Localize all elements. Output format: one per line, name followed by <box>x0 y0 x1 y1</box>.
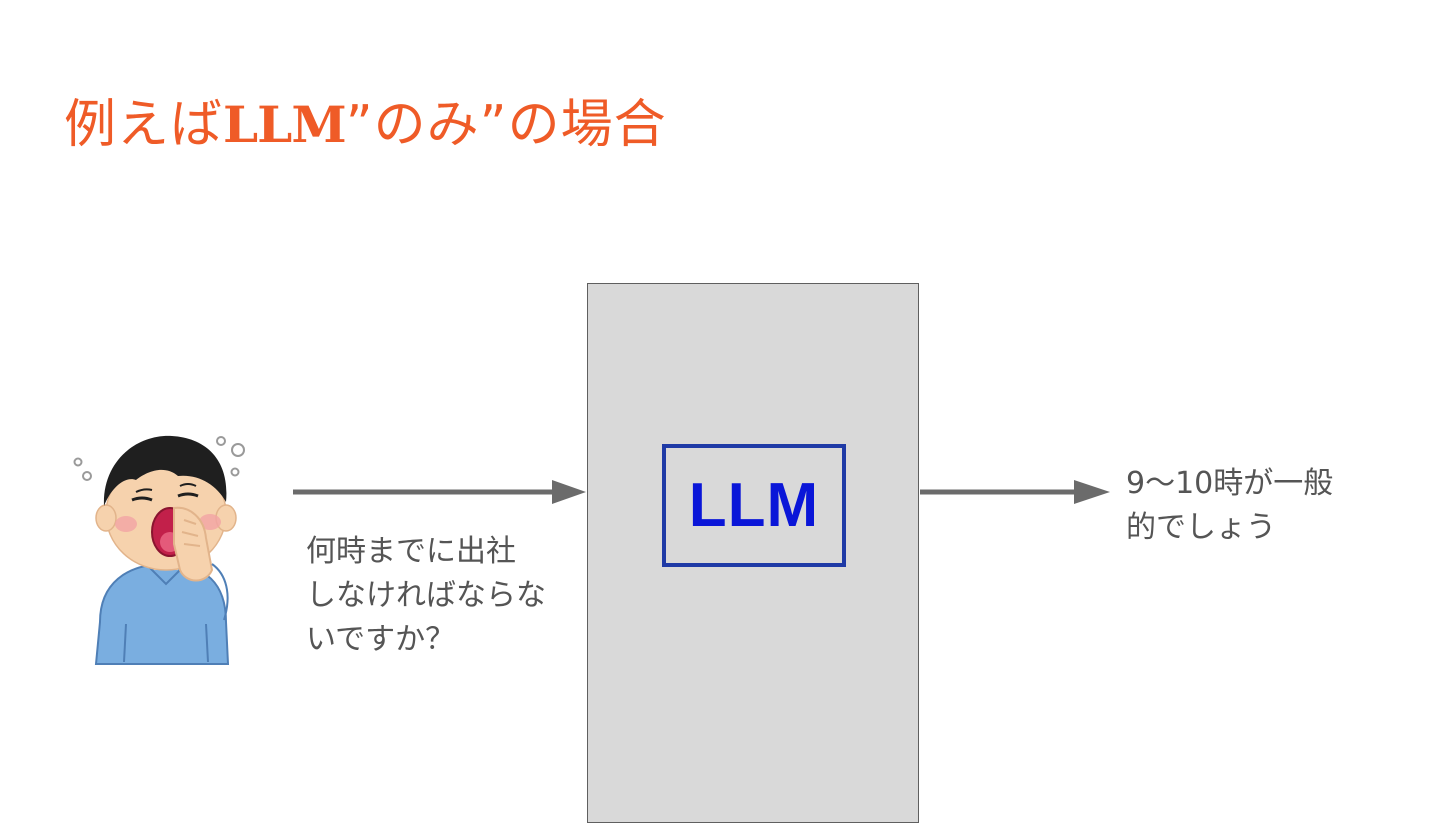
answer-line: 的でしょう <box>1126 506 1426 550</box>
output-arrow-icon <box>920 476 1120 508</box>
title-suffix: ”のみ”の場合 <box>346 95 667 155</box>
input-arrow-icon <box>290 476 590 508</box>
sleepy-yawning-man-icon <box>66 424 266 674</box>
question-line: しなければならな <box>306 574 586 618</box>
answer-text: 9〜10時が一般 的でしょう <box>1126 462 1426 550</box>
question-text: 何時までに出社 しなければならな いですか？ <box>306 530 586 662</box>
answer-line: 9〜10時が一般 <box>1126 462 1426 506</box>
question-line: 何時までに出社 <box>306 530 586 574</box>
llm-label-box: LLM <box>662 444 846 567</box>
slide-title: 例えばLLM”のみ”の場合 <box>64 82 667 157</box>
title-prefix: 例えば <box>64 95 223 155</box>
question-line: いですか？ <box>306 618 586 662</box>
title-llm: LLM <box>223 95 346 154</box>
